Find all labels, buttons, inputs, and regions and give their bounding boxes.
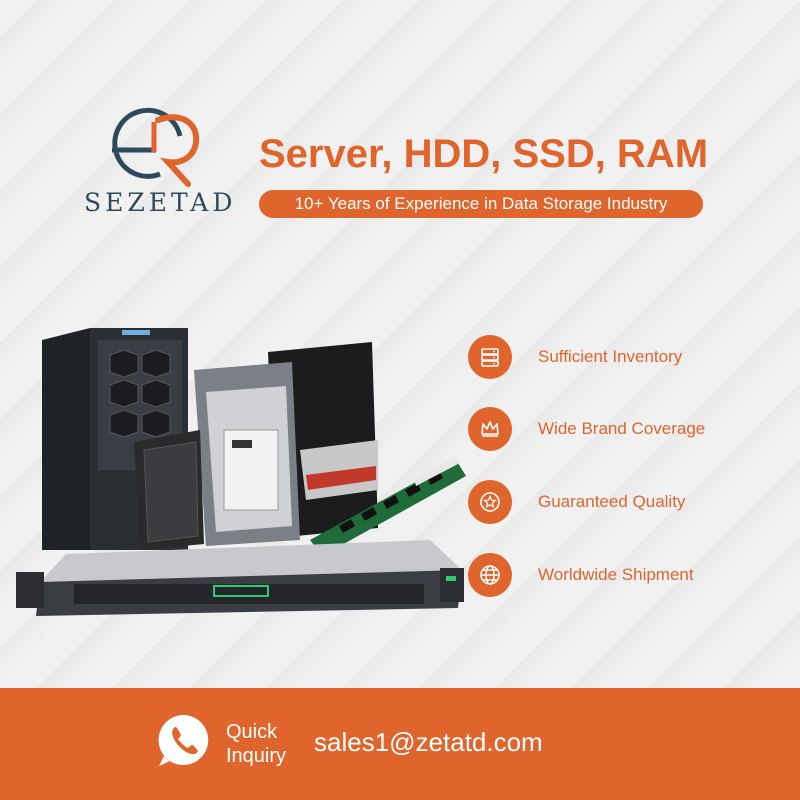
quick-label-line2: Inquiry [226,745,287,767]
quick-label-line1: Quick [226,721,278,743]
ssd-front [134,430,204,550]
phone-chat-icon[interactable] [156,712,212,768]
feature-wide-brand-coverage: Wide Brand Coverage [468,407,768,451]
sezetad-logo [112,107,200,187]
feature-guaranteed-quality: Guaranteed Quality [468,480,768,524]
star-badge-icon [468,480,512,524]
ram-module [310,456,466,556]
crown-icon [468,407,512,451]
feature-worldwide-shipment: Worldwide Shipment [468,553,768,597]
server-rack-icon [468,335,512,379]
contact-email[interactable]: sales1@zetatd.com [314,727,543,757]
feature-label: Sufficient Inventory [538,347,683,366]
hard-drive [194,362,300,546]
feature-label: Guaranteed Quality [538,492,686,511]
subheadline-pill: 10+ Years of Experience in Data Storage … [259,190,703,218]
rack-server [16,540,464,616]
feature-sufficient-inventory: Sufficient Inventory [468,335,768,379]
globe-icon [468,553,512,597]
headline: Server, HDD, SSD, RAM [259,132,709,176]
product-hardware-image [16,328,466,616]
quick-inquiry-label: Quick Inquiry [226,720,286,768]
footer-bar [0,688,800,800]
feature-label: Worldwide Shipment [538,565,694,584]
feature-label: Wide Brand Coverage [538,419,706,438]
brand-name: SEZETAD [84,188,237,217]
ssd-drive [268,342,378,538]
